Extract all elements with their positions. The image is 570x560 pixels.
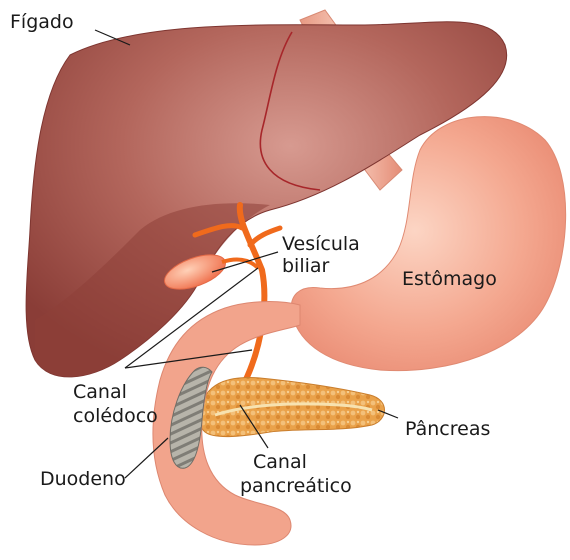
label-vesicula-line1: Vesícula	[282, 233, 360, 255]
label-canal-pancreatico-line1: Canal	[253, 451, 307, 473]
label-estomago: Estômago	[402, 268, 497, 290]
label-duodeno: Duodeno	[40, 468, 126, 490]
label-pancreas: Pâncreas	[405, 418, 490, 440]
hepatic-duct-right	[250, 228, 280, 245]
label-figado: Fígado	[10, 11, 74, 33]
label-canal-pancreatico-line2: pancreático	[240, 475, 352, 497]
label-canal-coledoco-line2: colédoco	[73, 405, 158, 427]
label-vesicula-line2: biliar	[282, 255, 330, 277]
label-canal-coledoco-line1: Canal	[73, 381, 127, 403]
